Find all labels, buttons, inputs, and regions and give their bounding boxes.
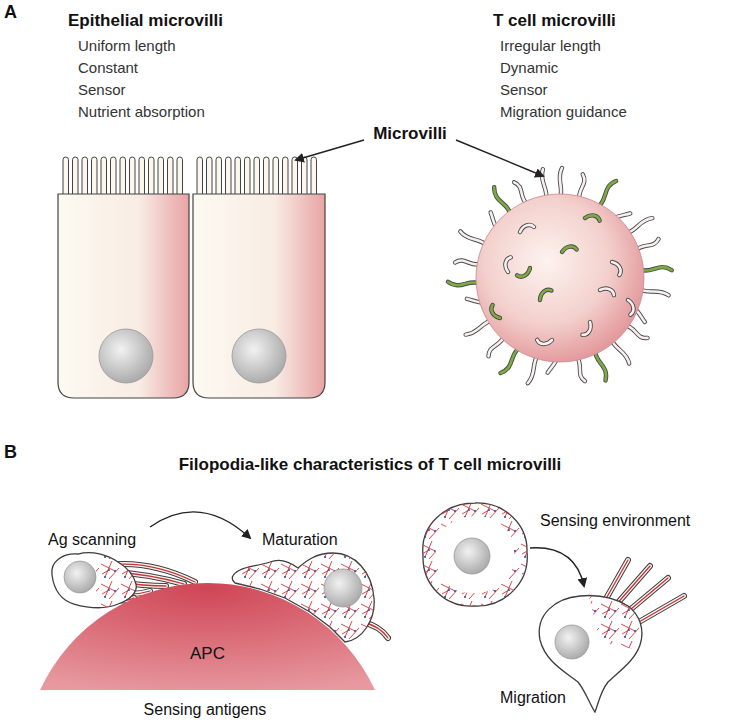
illustration-part bbox=[520, 225, 534, 232]
illustration-part bbox=[560, 168, 562, 198]
panel-heading: Epithelial microvilli bbox=[68, 11, 223, 31]
illustration-part bbox=[612, 261, 621, 276]
process-label: Migration bbox=[500, 688, 566, 707]
illustration-part bbox=[562, 245, 577, 254]
panel-letter: A bbox=[4, 2, 17, 24]
illustration-part bbox=[423, 503, 527, 606]
illustration-part bbox=[530, 548, 584, 586]
leader-arrows bbox=[150, 140, 584, 586]
panel-title: Filopodia-like characteristics of T cell… bbox=[179, 455, 562, 475]
illustration-part bbox=[585, 212, 601, 225]
illustration-part bbox=[476, 194, 644, 362]
t-cell bbox=[448, 168, 672, 384]
feature-item: Irregular length bbox=[500, 37, 601, 55]
apc-cell-shape bbox=[40, 583, 375, 690]
illustration-part bbox=[232, 329, 286, 383]
illustration-part bbox=[502, 256, 515, 272]
illustration-part bbox=[516, 268, 531, 277]
illustration-part bbox=[58, 194, 189, 398]
illustration-part bbox=[536, 335, 552, 346]
illustration-part bbox=[491, 304, 500, 319]
illustration-part bbox=[555, 625, 589, 659]
process-label: Sensing antigens bbox=[144, 700, 267, 719]
feature-item: Dynamic bbox=[500, 59, 558, 77]
illustration-part bbox=[193, 194, 325, 398]
feature-item: Constant bbox=[78, 59, 138, 77]
illustration-part bbox=[150, 512, 250, 538]
feature-item: Nutrient absorption bbox=[78, 103, 205, 121]
illustration-part bbox=[538, 289, 554, 300]
illustration-part bbox=[64, 561, 96, 593]
callout-label: Microvilli bbox=[373, 124, 447, 144]
apc-cell: APC bbox=[40, 583, 375, 690]
illustration-part bbox=[640, 266, 672, 273]
illustration-part bbox=[423, 503, 527, 606]
process-label: Sensing environment bbox=[540, 511, 690, 530]
illustration-part bbox=[600, 285, 615, 299]
round-t-cell bbox=[423, 503, 527, 606]
illustration-part bbox=[626, 300, 635, 315]
node-label: APC bbox=[190, 644, 225, 664]
panel-letter: B bbox=[4, 442, 17, 464]
illustration-part bbox=[454, 538, 490, 574]
illustration-part bbox=[99, 329, 153, 383]
apc-cell-outline bbox=[40, 583, 375, 690]
illustration-part bbox=[579, 322, 594, 336]
feature-item: Sensor bbox=[500, 81, 548, 99]
illustration-part bbox=[456, 140, 543, 176]
illustration-part bbox=[448, 280, 480, 286]
feature-item: Sensor bbox=[78, 81, 126, 99]
process-label: Ag scanning bbox=[48, 530, 136, 549]
illustration-part bbox=[296, 140, 364, 160]
epithelial-cells bbox=[58, 194, 325, 398]
panel-heading: T cell microvilli bbox=[493, 11, 616, 31]
process-label: Maturation bbox=[262, 530, 338, 549]
illustration-part bbox=[324, 569, 362, 607]
feature-item: Migration guidance bbox=[500, 103, 627, 121]
illustration-part bbox=[588, 592, 648, 652]
feature-item: Uniform length bbox=[78, 37, 176, 55]
